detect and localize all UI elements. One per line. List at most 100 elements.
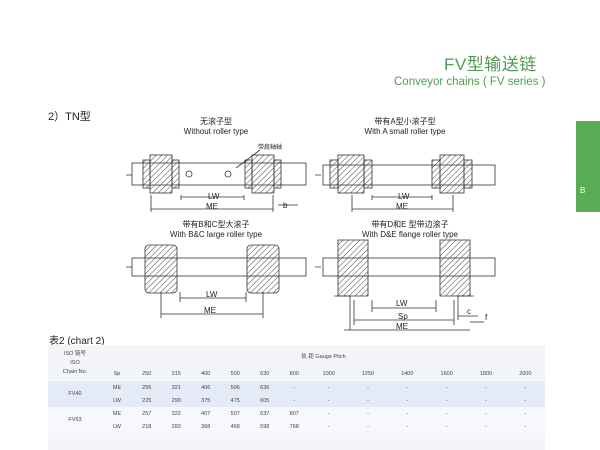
- dim-d-sp: Sp: [398, 312, 408, 321]
- value-cell: 506: [220, 381, 250, 394]
- dim-d-lw: LW: [396, 299, 408, 308]
- iso-header-chain: Chain No.: [62, 368, 88, 375]
- value-cell: 636: [250, 381, 280, 394]
- note-a: 带肩轴轴: [258, 145, 283, 151]
- value-cell: -: [426, 394, 467, 407]
- iso-header-cn: ISO 链号: [63, 350, 86, 357]
- caption-c: 带有B和C型大滚子 With B&C large roller type: [156, 220, 276, 240]
- value-cell: -: [309, 394, 349, 407]
- value-cell: 321: [161, 381, 191, 394]
- sp-label: Sp: [113, 371, 121, 377]
- diagram-a: [126, 149, 307, 212]
- value-cell: 283: [161, 420, 191, 433]
- caption-a-cn: 无滚子型: [200, 117, 232, 126]
- value-cell: -: [505, 394, 545, 407]
- value-cell: 257: [132, 407, 162, 420]
- caption-b: 带有A型小滚子型 With A small roller type: [350, 117, 460, 137]
- dim-a-lw: LW: [208, 192, 220, 201]
- gauge-pitch-table: ISO 链号 ISO Chain No. 轨 距 Gauge Pitch Sp …: [48, 345, 545, 450]
- dim-d-me: ME: [396, 322, 408, 331]
- value-cell: -: [279, 381, 309, 394]
- pitch-header-cell: 1000: [322, 371, 335, 377]
- pitch-header-cell: 1800: [479, 371, 493, 377]
- value-cell: -: [466, 394, 506, 407]
- dimension-key-cell: ME: [102, 381, 132, 394]
- iso-header: ISO 链号 ISO Chain No.: [48, 345, 102, 381]
- value-cell: 507: [220, 407, 250, 420]
- value-cell: 605: [250, 394, 280, 407]
- pitch-header-cell: 2000: [519, 371, 532, 377]
- value-cell: -: [348, 394, 388, 407]
- value-cell: -: [309, 407, 349, 420]
- value-cell: 256: [132, 381, 162, 394]
- dim-d-f: f: [485, 313, 488, 322]
- value-cell: 637: [250, 407, 280, 420]
- value-cell: -: [309, 381, 349, 394]
- value-cell: -: [505, 381, 545, 394]
- caption-d-en: With D&E flange roller type: [361, 230, 459, 239]
- iso-header-iso: ISO: [70, 359, 80, 366]
- value-cell: -: [387, 394, 427, 407]
- pitch-header-cell: 800: [289, 371, 299, 377]
- value-cell: -: [348, 407, 388, 420]
- dimension-key-cell: LW: [102, 420, 132, 433]
- model-cell: FV63: [48, 407, 102, 433]
- dim-a-me: ME: [206, 202, 218, 211]
- caption-d-cn: 带有D和E 型带边滚子: [371, 220, 449, 229]
- value-cell: -: [466, 407, 506, 420]
- side-tab-label: B: [580, 186, 586, 195]
- caption-a: 无滚子型 Without roller type: [166, 117, 266, 137]
- value-cell: -: [348, 381, 388, 394]
- pitch-header-cell: 250: [142, 371, 152, 377]
- value-cell: -: [505, 407, 545, 420]
- pitch-header-cell: 1250: [361, 371, 375, 377]
- value-cell: -: [505, 420, 545, 433]
- dim-d-c: c: [467, 307, 471, 316]
- value-cell: 407: [191, 407, 221, 420]
- caption-c-cn: 带有B和C型大滚子: [182, 220, 250, 229]
- value-cell: -: [309, 420, 349, 433]
- value-cell: -: [466, 381, 506, 394]
- pitch-header-cell: 1600: [440, 371, 453, 377]
- table-header-row: ISO 链号 ISO Chain No. 轨 距 Gauge Pitch: [48, 345, 545, 375]
- data-table: ISO 链号 ISO Chain No. 轨 距 Gauge Pitch Sp …: [48, 345, 545, 433]
- pitch-header-cell: 400: [201, 371, 211, 377]
- value-cell: -: [387, 381, 427, 394]
- model-cell: FV40: [48, 381, 102, 407]
- dim-c-me: ME: [204, 306, 216, 315]
- caption-c-en: With B&C large roller type: [169, 230, 263, 239]
- value-cell: 322: [161, 407, 191, 420]
- pitch-header-cell: 315: [171, 371, 181, 377]
- value-cell: 475: [220, 394, 250, 407]
- page-title-en: Conveyor chains ( FV series ): [394, 76, 546, 88]
- value-cell: 768: [279, 420, 309, 433]
- caption-d: 带有D和E 型带边滚子 With D&E flange roller type: [350, 220, 470, 240]
- value-cell: 225: [132, 394, 162, 407]
- value-cell: 406: [191, 381, 221, 394]
- caption-b-en: With A small roller type: [364, 127, 446, 136]
- pitch-header-cell: 500: [230, 371, 240, 377]
- value-cell: 468: [220, 420, 250, 433]
- dimension-key-cell: ME: [102, 407, 132, 420]
- value-cell: -: [387, 407, 427, 420]
- value-cell: -: [466, 420, 506, 433]
- pitch-header-cell: 630: [260, 371, 270, 377]
- value-cell: -: [387, 420, 427, 433]
- value-cell: 807: [279, 407, 309, 420]
- value-cell: 290: [161, 394, 191, 407]
- dim-b-lw: LW: [398, 192, 410, 201]
- page-title-cn: FV型输送链: [444, 55, 537, 74]
- dim-a-b: b: [283, 201, 288, 210]
- value-cell: -: [426, 381, 467, 394]
- gauge-pitch-header: 轨 距 Gauge Pitch: [301, 354, 346, 360]
- dimension-key-cell: LW: [102, 394, 132, 407]
- value-cell: -: [426, 420, 467, 433]
- dim-b-me: ME: [396, 202, 408, 211]
- diagram-b: [315, 154, 496, 212]
- table-label: 表2 (chart 2): [49, 336, 105, 347]
